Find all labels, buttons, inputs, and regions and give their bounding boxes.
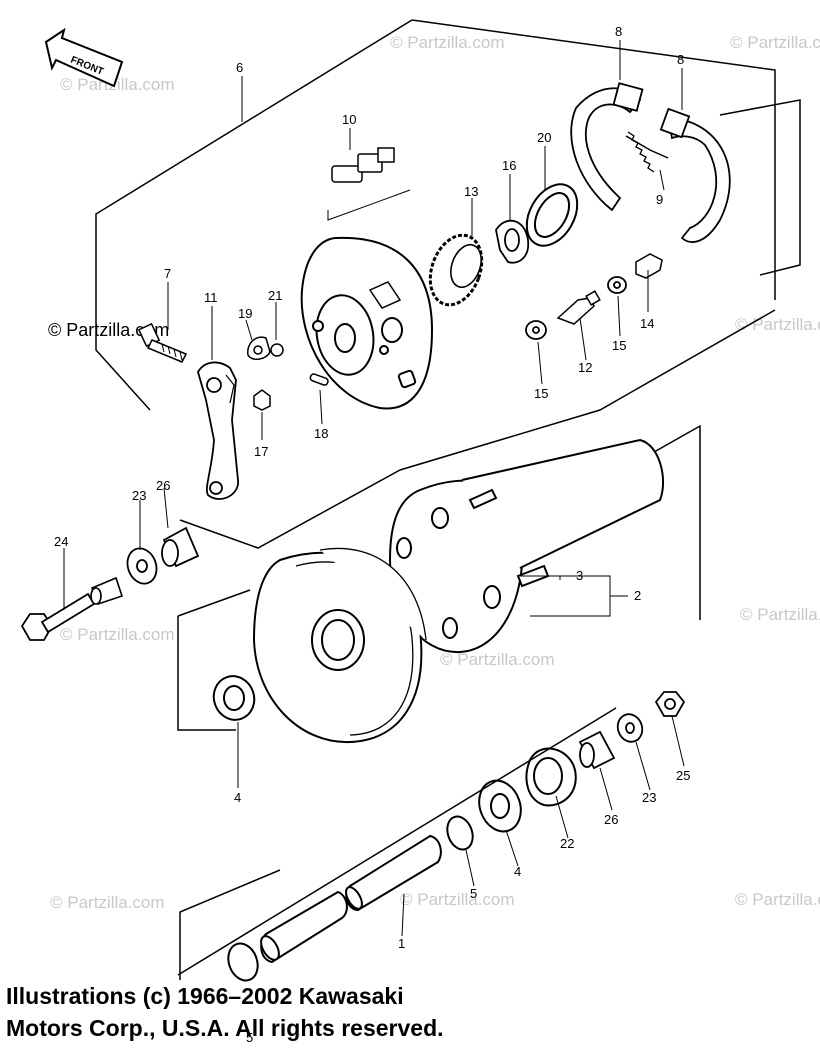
watermark: © Partzilla.com	[50, 893, 165, 912]
part-21-o-ring	[270, 343, 284, 357]
part-1-axle-sleeve	[260, 834, 442, 964]
part-24-bolt	[20, 592, 96, 641]
watermark: © Partzilla.com	[740, 605, 820, 624]
rear-hub-drum	[388, 438, 665, 654]
callout-26: 26	[604, 812, 618, 827]
callout-2: 2	[634, 588, 641, 603]
callout-4: 4	[234, 790, 241, 805]
rear-wheel-hub	[252, 547, 427, 744]
watermark: © Partzilla.com	[48, 320, 169, 340]
callout-10: 10	[342, 112, 356, 127]
part-19-indicator	[247, 336, 271, 360]
callout-7: 7	[164, 266, 171, 281]
part-13-gear	[428, 233, 484, 307]
part-26-spacer-a	[161, 526, 200, 568]
part-14-fitting	[635, 253, 663, 279]
callout-14: 14	[640, 316, 654, 331]
watermark: © Partzilla.com	[390, 33, 505, 52]
copyright-line-1: Illustrations (c) 1966–2002 Kawasaki	[6, 983, 404, 1009]
part-17-nut	[253, 389, 271, 411]
callout-12: 12	[578, 360, 592, 375]
callout-16: 16	[502, 158, 516, 173]
part-26-spacer-b	[578, 730, 616, 770]
part-11-brake-arm	[197, 361, 239, 500]
callout-9: 9	[656, 192, 663, 207]
callout-18: 18	[314, 426, 328, 441]
callout-20: 20	[537, 130, 551, 145]
watermark: © Partzilla.com	[735, 315, 820, 334]
part-23-washer-b	[616, 713, 644, 743]
callout-3: 3	[576, 568, 583, 583]
callout-17: 17	[254, 444, 268, 459]
part-5-o-ring-b	[227, 942, 259, 982]
callout-6: 6	[236, 60, 243, 75]
watermark: © Partzilla.com	[735, 890, 820, 909]
part-15-washer-a	[607, 276, 627, 294]
part-24-collar	[90, 576, 124, 606]
callout-8: 8	[677, 52, 684, 67]
callout-19: 19	[238, 306, 252, 321]
part-5-o-ring-a	[446, 815, 474, 851]
part-12-bolt	[556, 290, 601, 325]
callout-24: 24	[54, 534, 68, 549]
axle-boundary	[177, 707, 617, 980]
watermark: © Partzilla.com	[60, 75, 175, 94]
part-7-bolt	[137, 322, 188, 363]
part-9-spring	[627, 131, 655, 173]
callout-4: 4	[514, 864, 521, 879]
part-20-seal	[525, 183, 579, 247]
part-18-pin	[309, 373, 329, 386]
callout-21: 21	[268, 288, 282, 303]
callout-11: 11	[204, 290, 218, 305]
watermark: © Partzilla.com	[730, 33, 820, 52]
callout-8: 8	[615, 24, 622, 39]
callout-15: 15	[612, 338, 626, 353]
callout-5: 5	[470, 886, 477, 901]
callout-5: 5	[246, 1030, 253, 1045]
watermark: © Partzilla.com	[60, 625, 175, 644]
callout-22: 22	[560, 836, 574, 851]
callout-15: 15	[534, 386, 548, 401]
callout-25: 25	[676, 768, 690, 783]
hub-boundary	[177, 424, 701, 731]
callout-1: 1	[398, 936, 405, 951]
watermark: © Partzilla.com	[400, 890, 515, 909]
copyright-line-2: Motors Corp., U.S.A. All rights reserved…	[6, 1015, 444, 1041]
part-10-cam-shaft	[327, 147, 411, 221]
part-23-washer-a	[126, 547, 158, 585]
callout-13: 13	[464, 184, 478, 199]
watermark: © Partzilla.com	[440, 650, 555, 669]
callout-23: 23	[642, 790, 656, 805]
part-15-washer-b	[525, 320, 547, 340]
part-16-washer	[495, 219, 530, 264]
part-22-seal	[525, 747, 577, 807]
callouts: 6 10 8 8 20 16 13 9 7 11 19 21 14 12 15 …	[54, 24, 690, 1045]
leader-lines	[63, 40, 685, 937]
brake-panel-disc	[300, 236, 434, 410]
watermarks: © Partzilla.com © Partzilla.com © Partzi…	[48, 33, 820, 912]
callout-26: 26	[156, 478, 170, 493]
callout-23: 23	[132, 488, 146, 503]
brake-panel-boundary	[95, 19, 801, 549]
part-25-nut	[654, 691, 686, 717]
copyright-notice: Illustrations (c) 1966–2002 Kawasaki Mot…	[6, 980, 806, 1044]
part-4-bearing-a	[212, 675, 256, 721]
part-8-brake-shoes	[570, 82, 731, 243]
part-4-bearing-b	[478, 779, 522, 833]
